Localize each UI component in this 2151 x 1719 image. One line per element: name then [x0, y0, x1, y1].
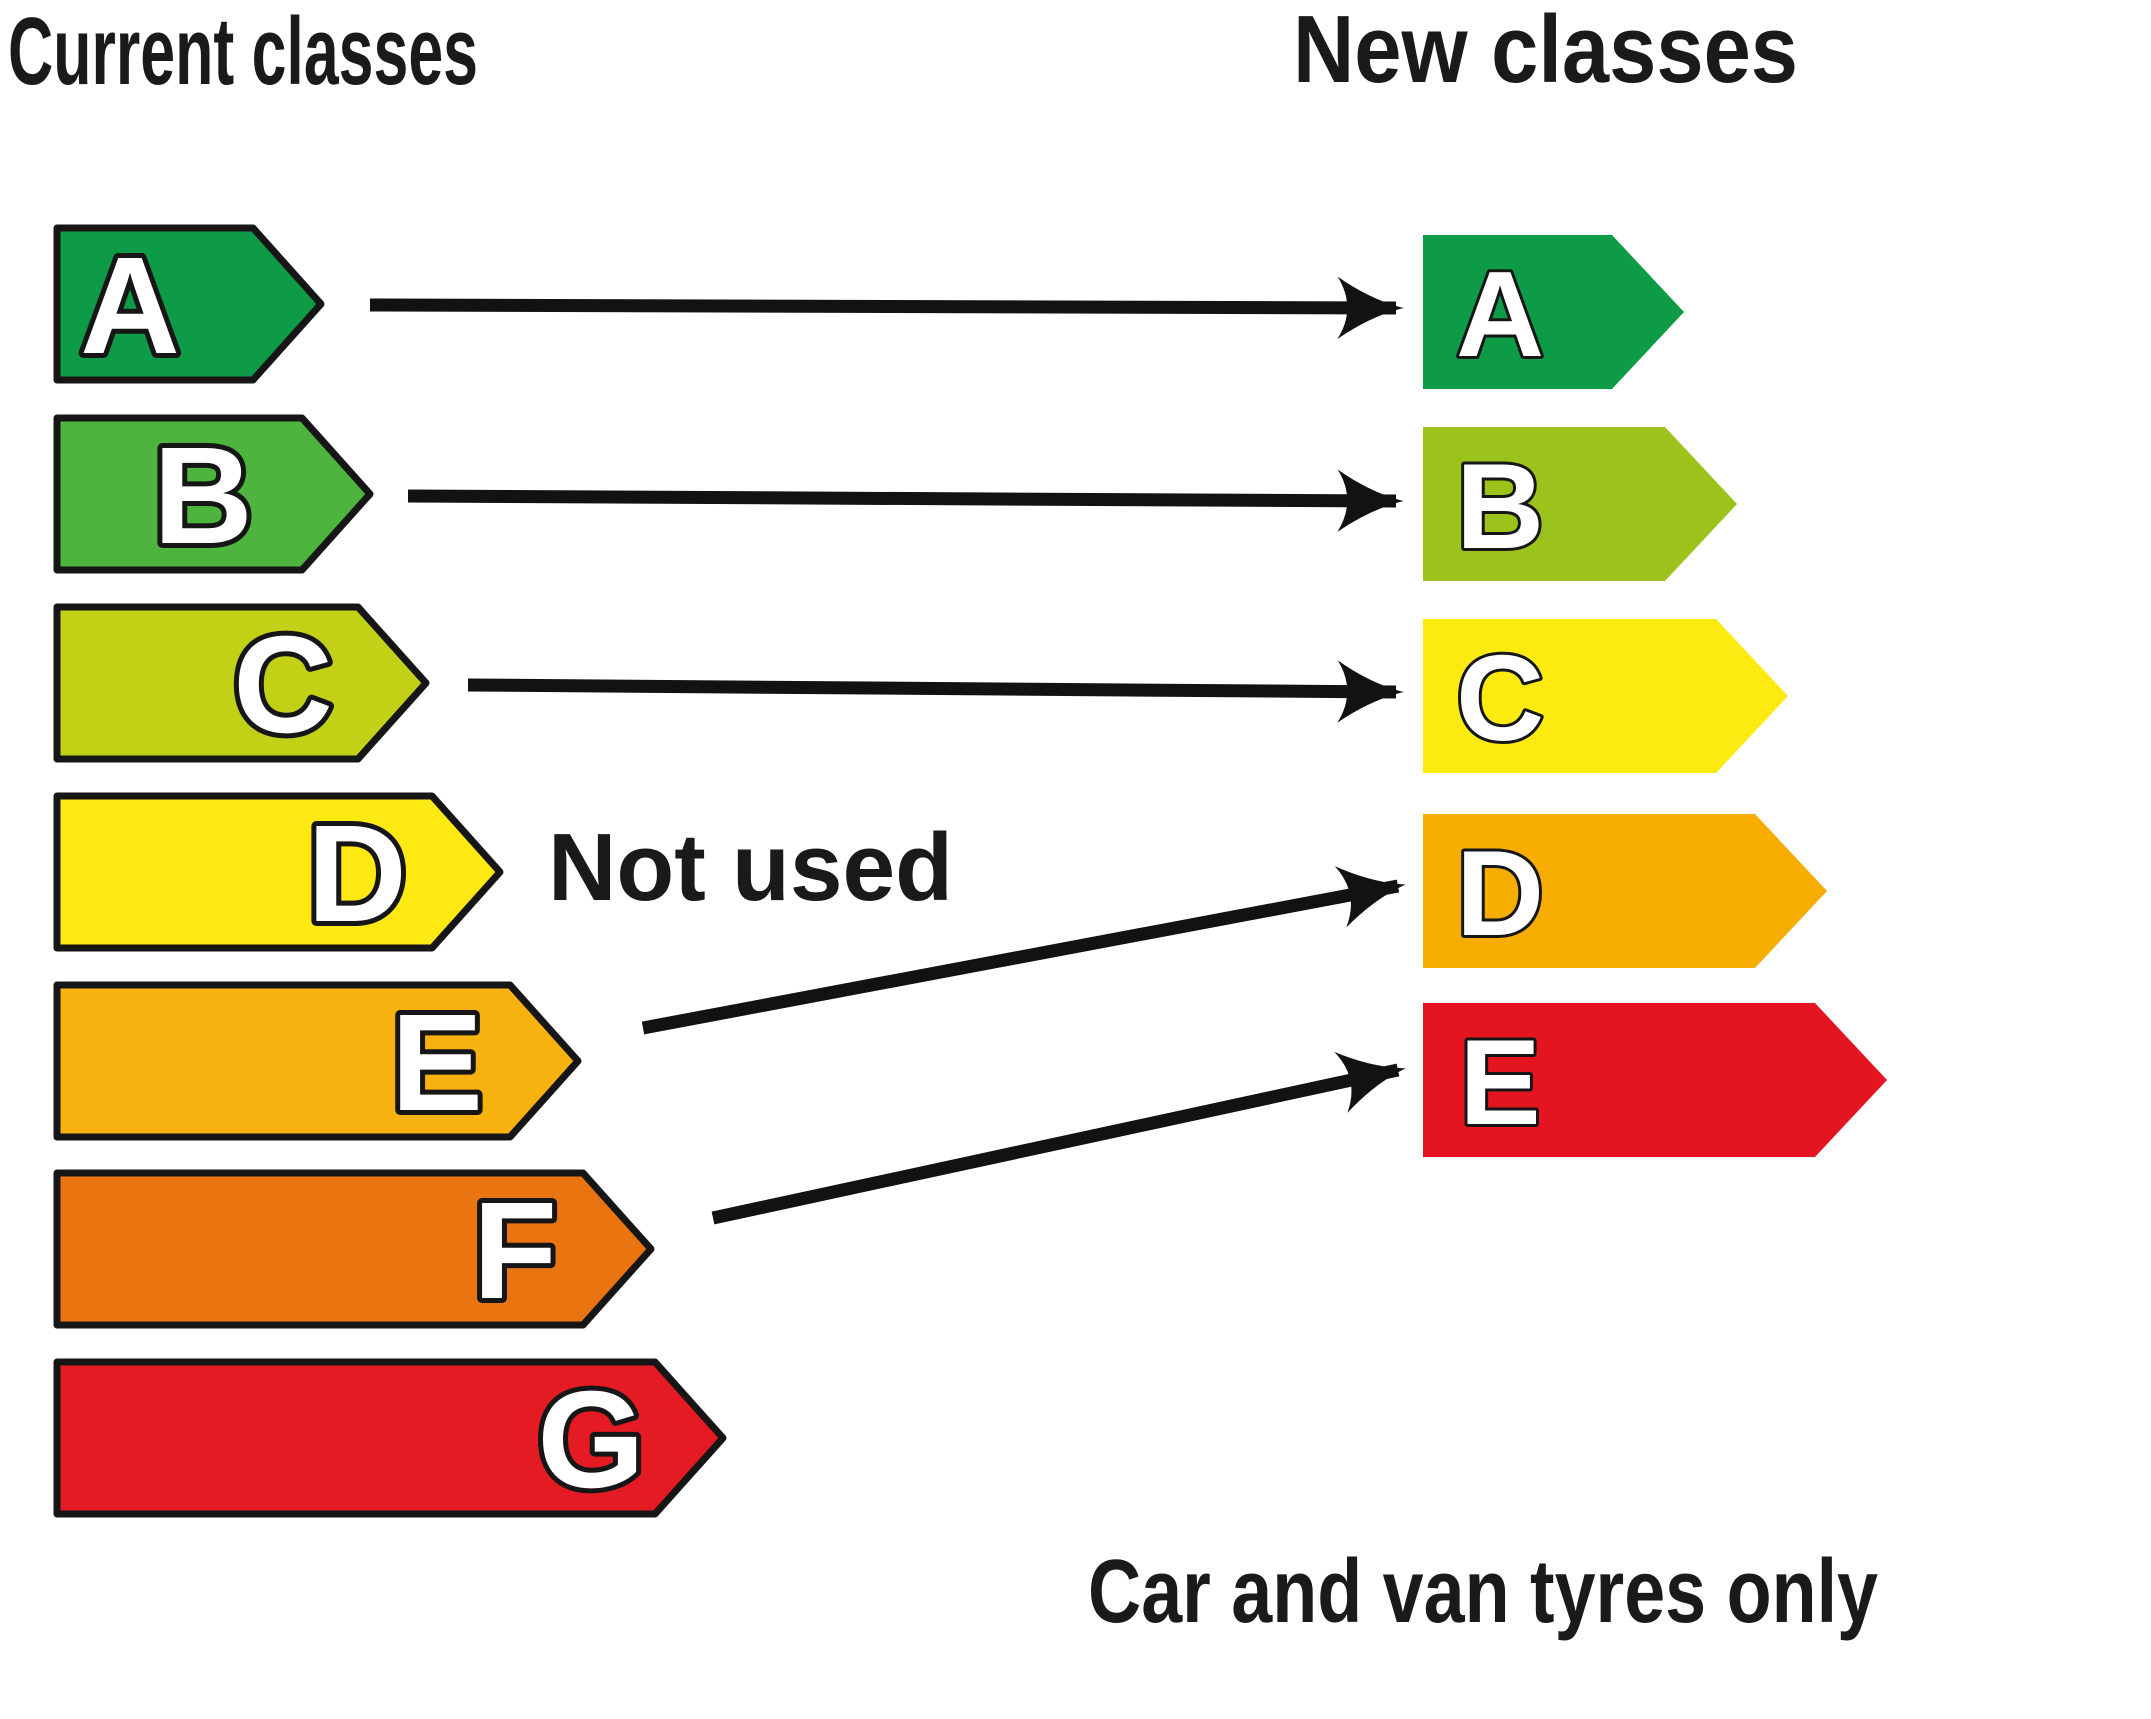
current-class-arrow-c — [53, 603, 430, 763]
current-class-arrow-f — [53, 1169, 655, 1329]
current-class-letter-f: F — [473, 1174, 557, 1328]
current-classes-title: Current classes — [8, 0, 478, 105]
current-class-letter-g: G — [537, 1363, 644, 1517]
new-class-arrow-c — [1423, 619, 1788, 773]
new-class-arrow-d — [1423, 814, 1827, 968]
mapping-arrow-e-to-d — [641, 866, 1406, 1035]
new-class-letter-d: D — [1456, 825, 1544, 961]
current-class-arrow-d — [53, 792, 504, 952]
current-class-letter-d: D — [307, 797, 407, 951]
new-class-arrow-a — [1423, 235, 1684, 389]
mapping-arrow-c-to-c — [467, 660, 1404, 723]
new-class-letter-a: A — [1456, 246, 1544, 382]
mapping-arrows — [369, 276, 1406, 1225]
current-class-arrow-b — [53, 414, 374, 574]
new-classes-title: New classes — [1293, 0, 1798, 103]
new-class-arrow-b — [1423, 427, 1737, 581]
new-class-letter-b: B — [1456, 438, 1544, 574]
current-class-arrow-e — [53, 981, 582, 1141]
caption-car-van-tyres: Car and van tyres only — [1088, 1542, 1878, 1642]
new-class-arrow-e — [1423, 1003, 1887, 1157]
current-classes-column — [53, 224, 727, 1518]
mapping-arrow-a-to-a — [369, 276, 1404, 340]
current-class-arrow-a — [53, 224, 325, 384]
current-class-letter-c: C — [233, 608, 333, 762]
current-class-arrow-g — [53, 1358, 727, 1518]
current-class-letter-e: E — [391, 986, 483, 1140]
new-classes-column — [1423, 235, 1887, 1157]
current-class-letter-a: A — [80, 229, 180, 383]
current-class-letter-b: B — [153, 419, 253, 573]
new-class-letter-e: E — [1459, 1014, 1540, 1150]
mapping-arrow-f-to-e — [711, 1051, 1406, 1225]
new-class-letter-c: C — [1456, 630, 1544, 766]
mapping-arrow-b-to-b — [407, 469, 1404, 532]
not-used-label: Not used — [548, 814, 953, 921]
